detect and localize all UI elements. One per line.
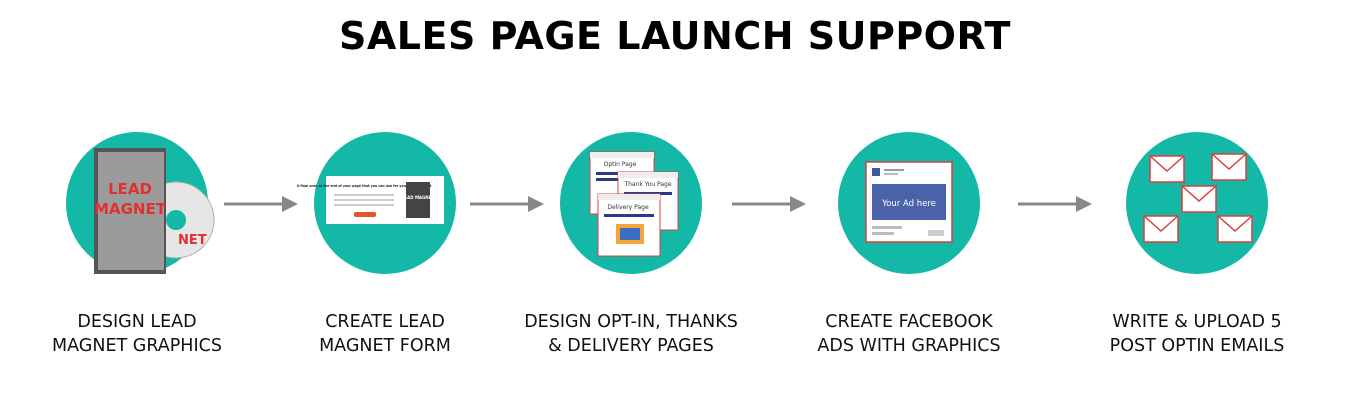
step-2-label-line2: MAGNET FORM [319,336,451,356]
form-book-text: LEAD MAGNET [402,195,435,200]
dvd-word-magnet: MAGNET [94,200,167,218]
step-1-label-line2: MAGNET GRAPHICS [52,336,222,356]
step-4-label-line1: CREATE FACEBOOK [825,312,993,332]
step-5-label-line2: POST OPTIN EMAILS [1109,336,1285,356]
facebook-ad-icon: Your Ad here [865,161,953,243]
arrow-4 [1018,196,1092,212]
envelope-icon-5 [1217,215,1253,243]
arrow-2 [470,196,544,212]
envelope-icon-4 [1143,215,1179,243]
envelope-icon-1 [1149,155,1185,183]
step-1-label-line1: DESIGN LEAD [77,312,197,332]
form-heading: A final area at the end of your page tha… [297,184,432,188]
lead-magnet-dvd-icon: NET LEAD MAGNET [94,148,215,274]
emails-icon [1143,153,1253,243]
optin-page-label: Optin Page [604,161,637,168]
thankyou-page-label: Thank You Page [623,181,671,188]
step-1-circle: NET LEAD MAGNET [66,132,215,274]
step-4-circle: Your Ad here [838,132,980,274]
step-4-label: CREATE FACEBOOK ADS WITH GRAPHICS [779,310,1039,358]
optin-pages-icon: Optin Page Thank You Page Delivery Page [589,151,679,257]
disc-text: NET [178,233,207,248]
step-1-label: DESIGN LEAD MAGNET GRAPHICS [7,310,267,358]
dvd-word-lead: LEAD [108,180,152,198]
delivery-page-label: Delivery Page [607,204,649,211]
step-3-circle: Optin Page Thank You Page Delivery Page [560,132,702,274]
envelope-icon-2 [1211,153,1247,181]
step-2-label: CREATE LEAD MAGNET FORM [255,310,515,358]
step-5-label: WRITE & UPLOAD 5 POST OPTIN EMAILS [1067,310,1327,358]
lead-magnet-form-icon: A final area at the end of your page tha… [297,176,444,224]
arrow-3 [732,196,806,212]
step-5-circle [1126,132,1268,274]
step-3-label: DESIGN OPT-IN, THANKS & DELIVERY PAGES [501,310,761,358]
arrow-1 [224,196,298,212]
ad-text: Your Ad here [881,199,936,209]
step-3-label-line2: & DELIVERY PAGES [548,336,714,356]
step-4-label-line2: ADS WITH GRAPHICS [817,336,1001,356]
envelope-icon-3 [1181,185,1217,213]
page-title: SALES PAGE LAUNCH SUPPORT [339,14,1011,58]
step-2-label-line1: CREATE LEAD [325,312,445,332]
step-3-label-line1: DESIGN OPT-IN, THANKS [524,312,738,332]
step-2-circle: A final area at the end of your page tha… [297,132,456,274]
step-5-label-line1: WRITE & UPLOAD 5 [1112,312,1282,332]
